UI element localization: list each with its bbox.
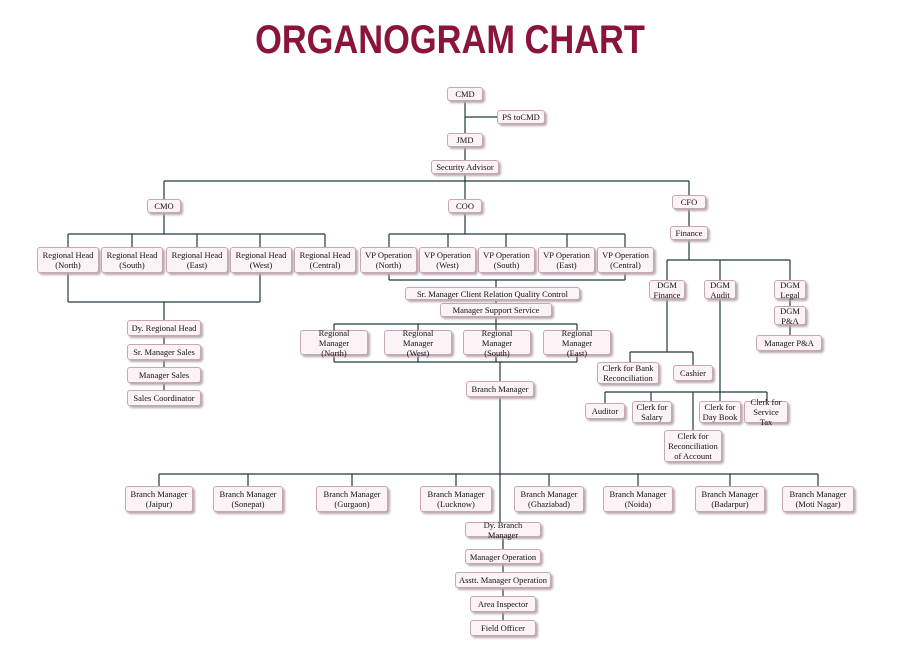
chart-title: ORGANOGRAM CHART (255, 18, 645, 62)
node-auditor: Auditor (585, 403, 625, 419)
node-vp-operation-north: VP Operation (North) (360, 247, 417, 273)
node-branch-manager-ghaziabad: Branch Manager (Ghaziabad) (514, 486, 584, 512)
node-finance: Finance (670, 226, 708, 240)
node-security-advisor: Security Advisor (431, 160, 499, 174)
node-sales-coordinator: Sales Coordinator (127, 390, 201, 406)
node-clerk-salary: Clerk for Salary (632, 401, 672, 423)
node-dy-branch-manager: Dy. Branch Manager (465, 520, 541, 540)
node-asstt-manager-operation: Asstt. Manager Operation (455, 572, 551, 588)
node-regional-head-south: Regional Head (South) (101, 247, 163, 273)
node-regional-manager-south: Regional Manager (South) (463, 328, 531, 358)
node-regional-head-central: Regional Head (Central) (294, 247, 356, 273)
node-branch-manager-moti-nagar: Branch Manager (Moti Nagar) (782, 486, 854, 512)
node-branch-manager: Branch Manager (466, 381, 534, 397)
node-branch-manager-lucknow: Branch Manager (Lucknow) (420, 486, 492, 512)
node-manager-sales: Manager Sales (127, 367, 201, 383)
node-jmd: JMD (447, 133, 483, 147)
node-sr-manager-sales: Sr. Manager Sales (127, 344, 201, 360)
node-cmo: CMO (147, 199, 181, 213)
node-branch-manager-jaipur: Branch Manager (Jaipur) (125, 486, 193, 512)
node-dgm-finance: DGM Finance (649, 280, 685, 300)
node-vp-operation-central: VP Operation (Central) (597, 247, 654, 273)
node-area-inspector: Area Inspector (470, 596, 536, 612)
node-cfo: CFO (672, 195, 706, 209)
node-regional-manager-east: Regional Manager (East) (543, 328, 611, 358)
node-vp-operation-west: VP Operation (West) (419, 247, 476, 273)
node-regional-head-north: Regional Head (North) (37, 247, 99, 273)
node-vp-operation-south: VP Operation (South) (478, 247, 535, 273)
node-vp-operation-east: VP Operation (East) (538, 247, 595, 273)
node-regional-head-west: Regional Head (West) (230, 247, 292, 273)
node-regional-manager-north: Regional Manager (North) (300, 328, 368, 358)
node-clerk-service-tax: Clerk for Service Tax (744, 397, 788, 427)
node-field-officer: Field Officer (470, 620, 536, 636)
node-dgm-audit: DGM Audit (704, 280, 736, 300)
node-branch-manager-noida: Branch Manager (Noida) (603, 486, 673, 512)
node-manager-operation: Manager Operation (465, 549, 541, 564)
node-cmd: CMD (447, 87, 483, 101)
node-coo: COO (448, 199, 482, 213)
node-branch-manager-sonepat: Branch Manager (Sonepat) (213, 486, 283, 512)
node-ps-to-cmd: PS toCMD (497, 110, 545, 124)
node-branch-manager-badarpur: Branch Manager (Badarpur) (695, 486, 765, 512)
node-clerk-day-book: Clerk for Day Book (699, 401, 741, 423)
node-clerk-bank-reconciliation: Clerk for Bank Reconciliation (597, 362, 659, 384)
node-branch-manager-gurgaon: Branch Manager (Gurgaon) (316, 486, 388, 512)
node-dy-regional-head: Dy. Regional Head (127, 320, 201, 336)
node-dgm-legal: DGM Legal (774, 280, 806, 300)
node-dgm-pa: DGM P&A (774, 306, 806, 326)
node-cashier: Cashier (673, 365, 713, 381)
node-sr-manager-client-relation: Sr. Manager Client Relation Quality Cont… (405, 287, 580, 300)
node-manager-support-service: Manager Support Service (440, 303, 552, 317)
node-clerk-reconciliation-of-account: Clerk for Reconciliation of Account (664, 430, 722, 462)
node-regional-head-east: Regional Head (East) (166, 247, 228, 273)
node-manager-pa: Manager P&A (756, 335, 822, 351)
node-regional-manager-west: Regional Manager (West) (384, 328, 452, 358)
